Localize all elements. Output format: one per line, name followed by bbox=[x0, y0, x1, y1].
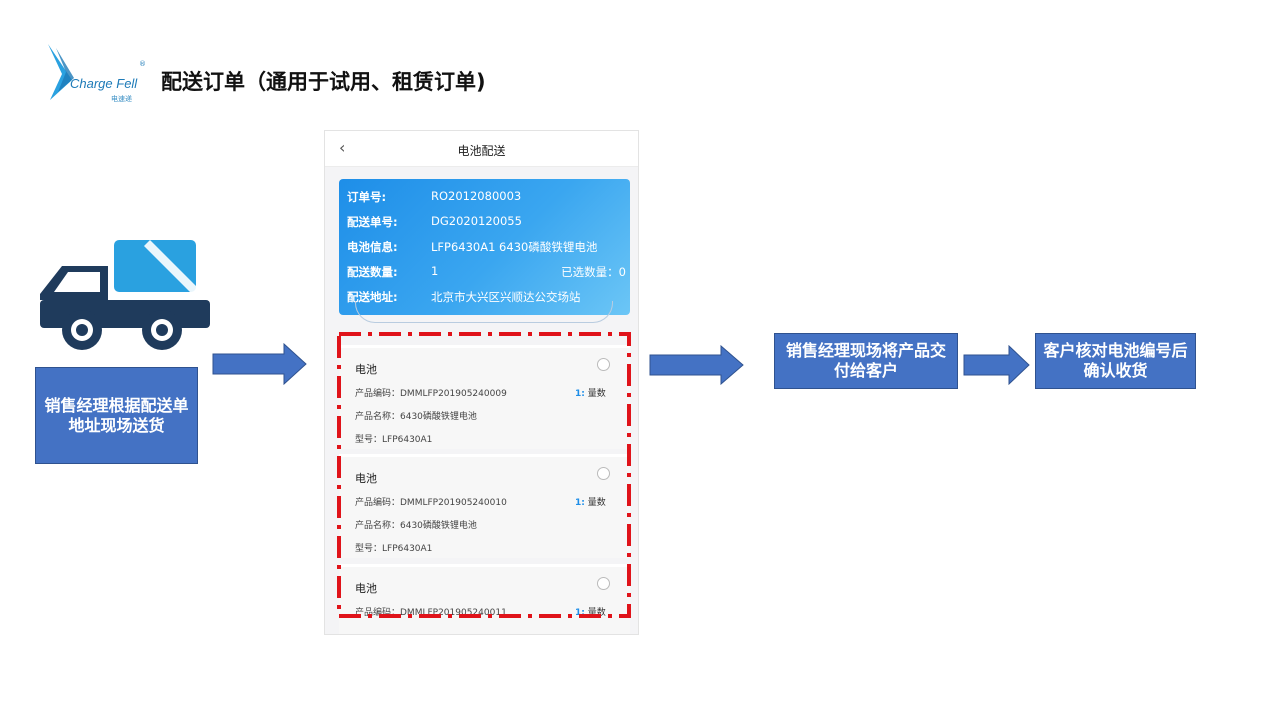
arrow-right-icon bbox=[963, 345, 1030, 385]
card-bottom-curve bbox=[355, 301, 613, 323]
qty-label: 量数 bbox=[587, 498, 606, 508]
qty-number: 1: bbox=[575, 608, 585, 618]
item-code: 产品编码：DMMLFP201905240011 bbox=[355, 608, 507, 618]
info-value: LFP6430A1 6430磷酸铁锂电池 bbox=[431, 240, 598, 254]
phone-nav-title: 电池配送 bbox=[457, 144, 506, 158]
arrow-right-icon bbox=[212, 343, 307, 385]
info-label: 电池信息: bbox=[347, 240, 398, 254]
step2-box: 销售经理现场将产品交付给客户 bbox=[774, 333, 958, 389]
phone-nav-bar: ‹ 电池配送 bbox=[325, 131, 638, 167]
item-code: 产品编码：DMMLFP201905240010 bbox=[355, 498, 507, 508]
qty-label: 量数 bbox=[587, 389, 606, 399]
logo-registered-mark: ® bbox=[139, 60, 146, 68]
item-quantity: 1: 量数 bbox=[575, 605, 606, 618]
item-name: 产品名称：6430磷酸铁锂电池 bbox=[355, 412, 477, 422]
qty-number: 1: bbox=[575, 389, 585, 399]
info-label: 配送单号: bbox=[347, 215, 398, 229]
battery-list-item[interactable]: 电池 产品编码：DMMLFP201905240011 1: 量数 bbox=[339, 564, 630, 634]
battery-list-item[interactable]: 电池 产品编码：DMMLFP201905240009 1: 量数 产品名称：64… bbox=[339, 345, 630, 449]
highlight-frame bbox=[337, 332, 631, 618]
selected-count: 已选数量：0 bbox=[561, 265, 626, 279]
step1-box: 销售经理根据配送单地址现场送货 bbox=[35, 367, 198, 464]
chevron-left-icon[interactable]: ‹ bbox=[339, 138, 346, 157]
order-info-card: 订单号: RO2012080003 配送单号: DG2020120055 电池信… bbox=[339, 179, 630, 315]
item-quantity: 1: 量数 bbox=[575, 386, 606, 399]
info-row-quantity: 配送数量: 1 已选数量：0 bbox=[347, 264, 626, 280]
phone-screen: ‹ 电池配送 订单号: RO2012080003 配送单号: DG2020120… bbox=[324, 130, 639, 635]
item-name: 产品名称：6430磷酸铁锂电池 bbox=[355, 521, 477, 531]
item-title: 电池 bbox=[355, 472, 377, 485]
brand-logo-mark bbox=[48, 44, 74, 100]
arrow-right-icon bbox=[649, 345, 744, 385]
info-label: 订单号: bbox=[347, 190, 387, 204]
select-radio[interactable] bbox=[597, 358, 610, 371]
info-label: 配送地址: bbox=[347, 290, 398, 304]
logo-text: Charge Fell bbox=[70, 76, 138, 91]
info-label: 配送数量: bbox=[347, 265, 398, 279]
item-quantity: 1: 量数 bbox=[575, 495, 606, 508]
item-title: 电池 bbox=[355, 363, 377, 376]
item-model: 型号：LFP6430A1 bbox=[355, 544, 433, 554]
qty-label: 量数 bbox=[587, 608, 606, 618]
qty-number: 1: bbox=[575, 498, 585, 508]
delivery-truck-icon bbox=[40, 240, 210, 350]
item-code: 产品编码：DMMLFP201905240009 bbox=[355, 389, 507, 399]
info-value: 1 bbox=[431, 264, 439, 278]
battery-list-item[interactable]: 电池 产品编码：DMMLFP201905240010 1: 量数 产品名称：64… bbox=[339, 454, 630, 558]
page-title: 配送订单（通用于试用、租赁订单) bbox=[161, 70, 486, 94]
battery-list: 电池 产品编码：DMMLFP201905240009 1: 量数 产品名称：64… bbox=[339, 327, 630, 634]
info-value: 北京市大兴区兴顺达公交场站 bbox=[431, 290, 581, 304]
item-model: 型号：LFP6430A1 bbox=[355, 435, 433, 445]
logo-subtext: 电速递 bbox=[111, 95, 132, 103]
item-title: 电池 bbox=[355, 582, 377, 595]
info-value: DG2020120055 bbox=[431, 214, 522, 228]
select-radio[interactable] bbox=[597, 577, 610, 590]
step3-box: 客户核对电池编号后确认收货 bbox=[1035, 333, 1196, 389]
info-value: RO2012080003 bbox=[431, 189, 522, 203]
select-radio[interactable] bbox=[597, 467, 610, 480]
